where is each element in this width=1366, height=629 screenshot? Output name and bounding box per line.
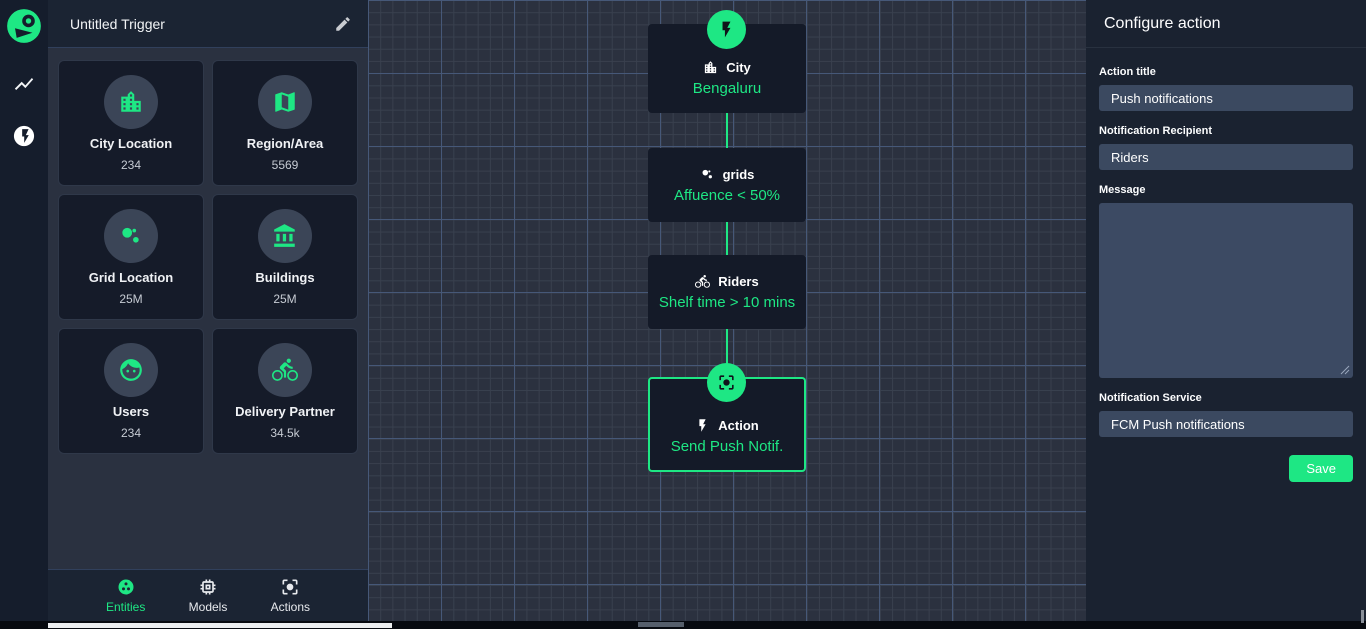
icon-rail	[0, 0, 48, 621]
service-input[interactable]	[1099, 411, 1353, 437]
node-name: grids	[722, 166, 755, 182]
entity-count: 25M	[273, 291, 297, 306]
chip-icon	[200, 579, 216, 595]
flash-icon	[699, 419, 706, 432]
tab-actions[interactable]: Actions	[271, 577, 310, 614]
action-title-input[interactable]	[1099, 85, 1353, 111]
activity-icon[interactable]	[12, 72, 36, 96]
flash-icon	[722, 21, 731, 38]
flow-node-riders[interactable]: Riders Shelf time > 10 mins	[648, 255, 806, 329]
city-building-icon	[705, 61, 717, 74]
focus-icon	[282, 579, 298, 595]
trigger-panel-header: Untitled Trigger	[48, 0, 368, 48]
entity-count: 25M	[119, 291, 143, 306]
configure-action-title: Configure action	[1086, 0, 1366, 48]
node-value: Bengaluru	[692, 80, 762, 97]
node-name: City	[726, 60, 751, 75]
message-textarea[interactable]	[1099, 203, 1353, 378]
entity-count: 34.5k	[270, 425, 300, 440]
entity-card-region-area[interactable]: Region/Area 5569	[212, 60, 358, 186]
entity-name: Users	[112, 403, 150, 419]
entities-circle-icon	[118, 579, 134, 595]
bike-icon	[258, 342, 312, 397]
entity-card-delivery-partner[interactable]: Delivery Partner 34.5k	[212, 328, 358, 454]
node-value: Shelf time > 10 mins	[658, 293, 796, 311]
tab-models[interactable]: Models	[188, 577, 228, 614]
vertical-scrollbar-thumb[interactable]	[1361, 610, 1364, 623]
node-name: Action	[718, 418, 759, 433]
entity-name: Region/Area	[246, 135, 324, 151]
bike-icon	[695, 274, 711, 288]
entity-name: Grid Location	[88, 269, 174, 285]
edit-pencil-icon[interactable]	[334, 15, 352, 33]
node-value: Send Push Notif.	[670, 438, 784, 455]
entity-name: City Location	[89, 135, 173, 151]
entity-count: 234	[120, 425, 142, 440]
focus-icon	[719, 375, 734, 390]
entity-count: 234	[120, 157, 142, 172]
locale-logo-icon[interactable]	[6, 8, 42, 44]
recipient-label: Notification Recipient	[1099, 125, 1213, 137]
bank-icon	[258, 208, 312, 263]
entity-card-grid: City Location 234 Region/Area 5569 Grid …	[48, 48, 368, 569]
tab-label: Actions	[270, 600, 310, 614]
entity-card-buildings[interactable]: Buildings 25M	[212, 194, 358, 320]
save-button[interactable]: Save	[1289, 455, 1353, 482]
bolt-icon[interactable]	[12, 124, 36, 148]
entity-name: Delivery Partner	[235, 403, 335, 419]
flow-node-grids[interactable]: grids Affuence < 50%	[648, 148, 806, 222]
node-value: Affuence < 50%	[673, 186, 781, 204]
entity-card-city-location[interactable]: City Location 234	[58, 60, 204, 186]
tab-label: Models	[188, 600, 228, 614]
entity-card-grid-location[interactable]: Grid Location 25M	[58, 194, 204, 320]
service-label: Notification Service	[1099, 392, 1202, 404]
horizontal-scrollbar-track[interactable]	[0, 621, 1366, 629]
recipient-input[interactable]	[1099, 144, 1353, 170]
tab-entities[interactable]: Entities	[106, 577, 145, 614]
city-building-icon	[104, 74, 158, 129]
node-name: Riders	[718, 273, 759, 289]
action-badge[interactable]	[707, 363, 746, 402]
trigger-title: Untitled Trigger	[70, 15, 165, 32]
action-title-label: Action title	[1099, 66, 1156, 78]
entity-card-users[interactable]: Users 234	[58, 328, 204, 454]
bubbles-icon	[104, 208, 158, 263]
configure-action-panel: Configure action Action title Notificati…	[1086, 0, 1366, 621]
trigger-badge[interactable]	[707, 10, 746, 49]
bubbles-icon	[702, 169, 712, 178]
face-icon	[104, 342, 158, 397]
panel-tab-bar: Entities Models Actions	[48, 569, 368, 621]
map-icon	[258, 74, 312, 129]
canvas-scrollbar-thumb[interactable]	[638, 622, 684, 627]
message-label: Message	[1099, 184, 1146, 196]
page-scrollbar-thumb[interactable]	[48, 623, 392, 628]
tab-label: Entities	[106, 600, 146, 614]
trigger-panel: Untitled Trigger City Location 234 Regio…	[48, 0, 368, 621]
entity-name: Buildings	[255, 269, 315, 285]
workflow-canvas[interactable]: City Bengaluru grids Affuence < 50% Ride…	[368, 0, 1086, 621]
entity-count: 5569	[271, 157, 299, 172]
